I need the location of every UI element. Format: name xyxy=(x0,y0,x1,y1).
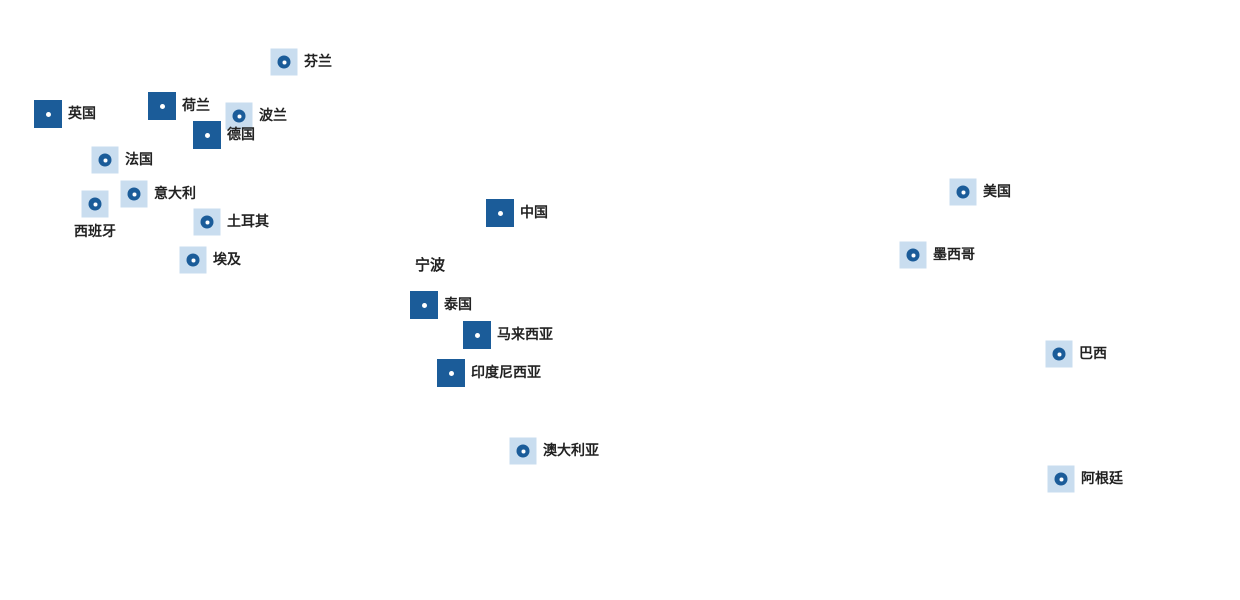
marker-square[interactable] xyxy=(509,437,537,465)
marker-dot-icon xyxy=(88,197,102,211)
country-label: 中国 xyxy=(520,205,548,221)
marker-square[interactable] xyxy=(949,178,977,206)
country-label: 法国 xyxy=(125,152,153,168)
country-label: 芬兰 xyxy=(304,54,332,70)
marker-dot-icon xyxy=(159,103,165,109)
marker-square[interactable] xyxy=(410,291,438,319)
country-label: 印度尼西亚 xyxy=(471,365,541,381)
marker-dot-icon xyxy=(497,210,503,216)
marker-square[interactable] xyxy=(270,48,298,76)
country-label: 阿根廷 xyxy=(1081,471,1123,487)
country-label: 埃及 xyxy=(213,252,241,268)
marker-dot-icon xyxy=(45,111,51,117)
marker-dot-icon xyxy=(277,55,291,69)
marker-dot-icon xyxy=(1052,347,1066,361)
city-label-ningbo: 宁波 xyxy=(415,256,446,274)
marker-square[interactable] xyxy=(193,121,221,149)
marker-square[interactable] xyxy=(91,146,119,174)
country-label: 英国 xyxy=(68,106,96,122)
marker-dot-icon xyxy=(448,370,454,376)
country-label: 美国 xyxy=(983,184,1011,200)
marker-square[interactable] xyxy=(34,100,62,128)
marker-square[interactable] xyxy=(179,246,207,274)
marker-square[interactable] xyxy=(1045,340,1073,368)
marker-square[interactable] xyxy=(899,241,927,269)
country-label: 墨西哥 xyxy=(933,247,975,263)
marker-square[interactable] xyxy=(225,102,253,130)
country-label: 波兰 xyxy=(259,108,287,124)
marker-square[interactable] xyxy=(81,190,109,218)
marker-dot-icon xyxy=(516,444,530,458)
marker-square[interactable] xyxy=(463,321,491,349)
marker-dot-icon xyxy=(474,332,480,338)
marker-square[interactable] xyxy=(120,180,148,208)
marker-square[interactable] xyxy=(148,92,176,120)
marker-dot-icon xyxy=(906,248,920,262)
marker-dot-icon xyxy=(204,132,210,138)
country-label: 荷兰 xyxy=(182,98,210,114)
country-label: 巴西 xyxy=(1079,346,1107,362)
marker-dot-icon xyxy=(1054,472,1068,486)
marker-dot-icon xyxy=(98,153,112,167)
marker-square[interactable] xyxy=(437,359,465,387)
marker-dot-icon xyxy=(200,215,214,229)
country-label: 泰国 xyxy=(444,297,472,313)
country-label: 澳大利亚 xyxy=(543,443,599,459)
marker-square[interactable] xyxy=(1047,465,1075,493)
marker-dot-icon xyxy=(232,109,246,123)
country-label: 德国 xyxy=(227,127,255,143)
marker-dot-icon xyxy=(421,302,427,308)
country-label: 西班牙 xyxy=(74,224,116,240)
country-label: 土耳其 xyxy=(227,214,269,230)
marker-square[interactable] xyxy=(486,199,514,227)
marker-square[interactable] xyxy=(193,208,221,236)
country-label: 马来西亚 xyxy=(497,327,553,343)
marker-dot-icon xyxy=(956,185,970,199)
marker-dot-icon xyxy=(186,253,200,267)
marker-dot-icon xyxy=(127,187,141,201)
country-label: 意大利 xyxy=(154,186,196,202)
